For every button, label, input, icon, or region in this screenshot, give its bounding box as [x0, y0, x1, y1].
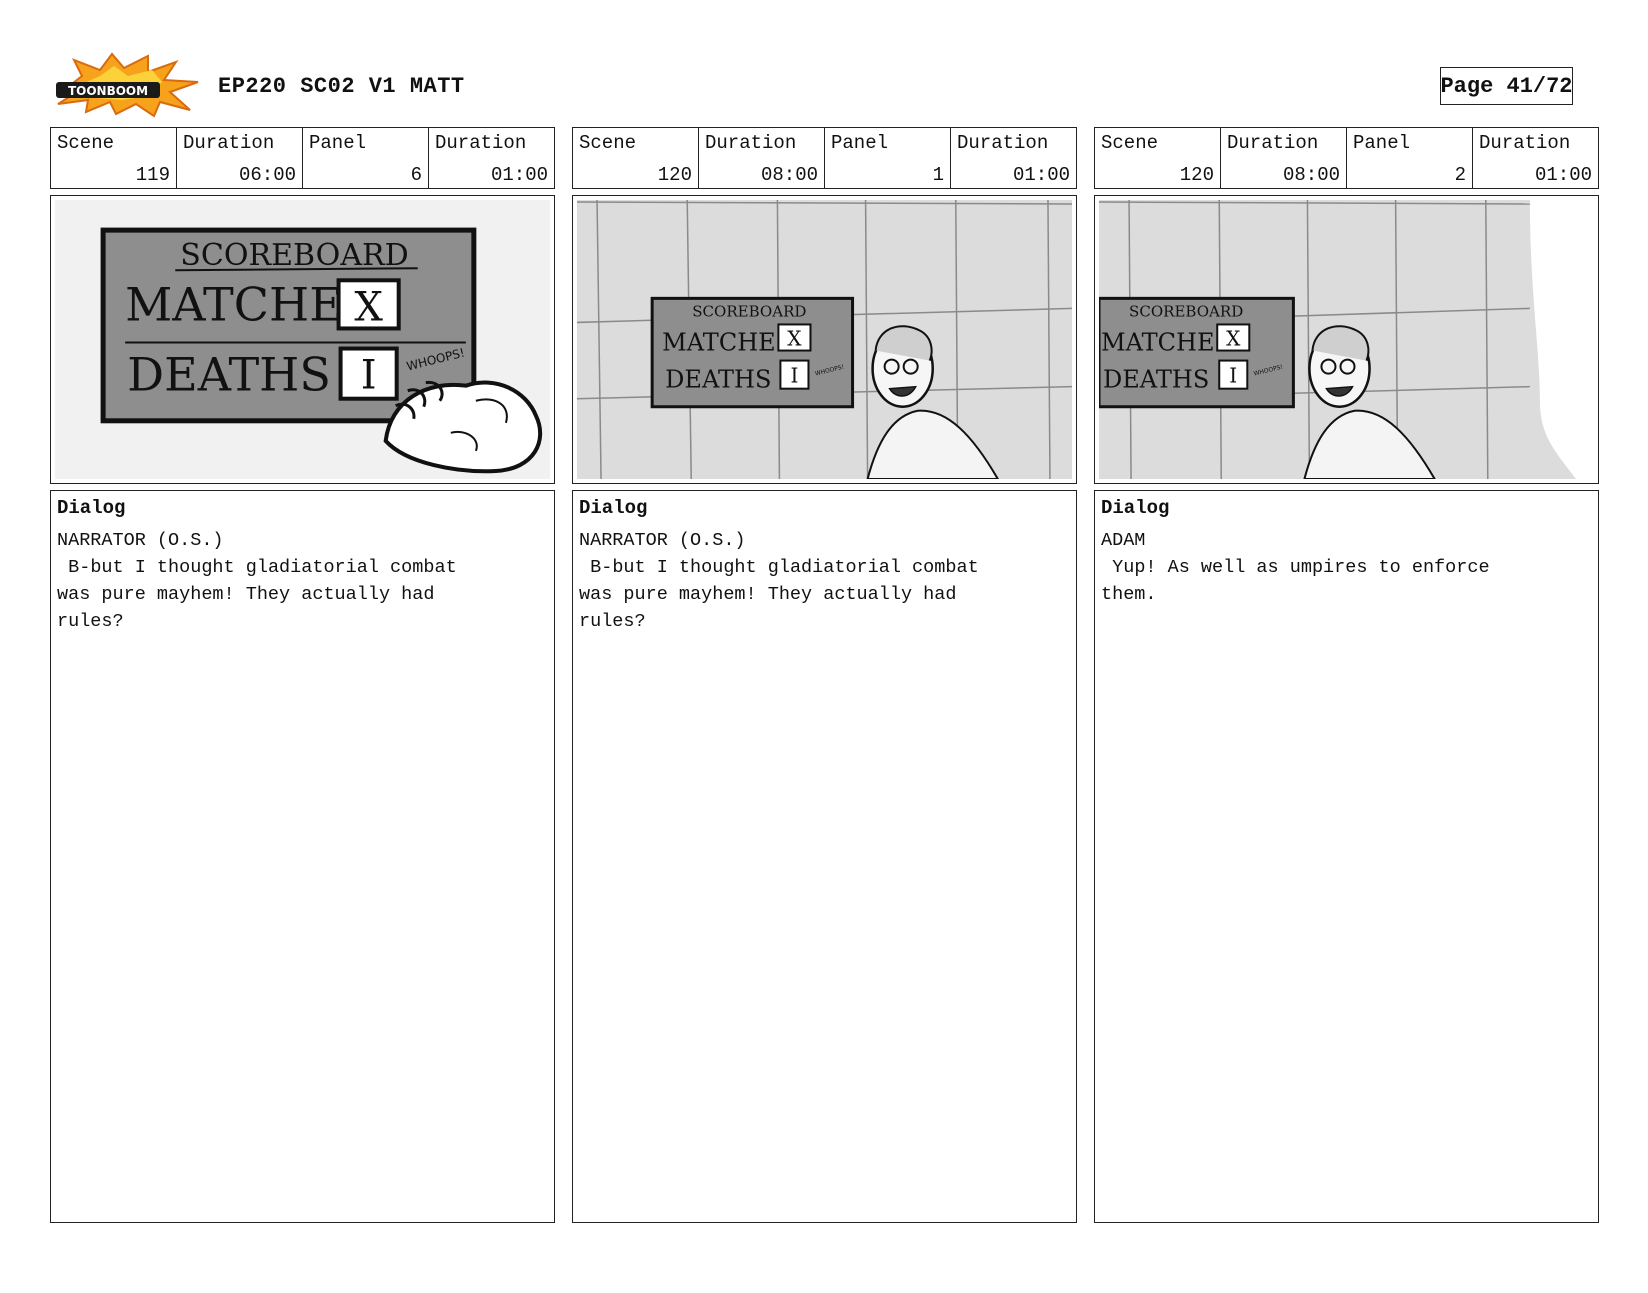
sketch-matches-label: MATCHES: [662, 329, 792, 357]
panel-value: 6: [410, 164, 422, 186]
dialog-heading: Dialog: [57, 497, 126, 519]
scoreboard-wide-sketch: SCOREBOARD MATCHES X DEATHS I WHOOPS!: [577, 200, 1072, 479]
panel-label: Panel: [309, 132, 367, 154]
panel-duration-cell: Duration 01:00: [1472, 128, 1598, 188]
scene-label: Scene: [57, 132, 115, 154]
panel-duration-value: 01:00: [1534, 164, 1592, 186]
adam-character-sketch: [1303, 325, 1436, 479]
scene-duration-value: 08:00: [760, 164, 818, 186]
panel-sketch-frame: SCOREBOARD MATCHES X DEATHS I WHOOPS!: [572, 195, 1077, 484]
sketch-scoreboard-title: SCOREBOARD: [1129, 302, 1243, 320]
dialog-text: B-but I thought gladiatorial combat was …: [579, 557, 979, 632]
sketch-deaths-label: DEATHS: [1103, 366, 1209, 394]
scene-duration-value: 06:00: [238, 164, 296, 186]
panel-sketch-frame: SCOREBOARD MATCHES X DEATHS I WHOOPS!: [1094, 195, 1599, 484]
panel-duration-cell: Duration 01:00: [428, 128, 554, 188]
sketch-deaths-label: DEATHS: [665, 366, 771, 394]
panel-info-row: Scene 120 Duration 08:00 Panel 2 Duratio…: [1094, 127, 1599, 189]
panel-duration-value: 01:00: [490, 164, 548, 186]
page-indicator: Page 41/72: [1440, 67, 1573, 105]
scene-duration-value: 08:00: [1282, 164, 1340, 186]
panel-label: Panel: [1353, 132, 1411, 154]
duration-label: Duration: [183, 132, 275, 154]
sketch-deaths-mark: I: [361, 353, 377, 399]
panel-duration-cell: Duration 01:00: [950, 128, 1076, 188]
panel-cell: Panel 6: [302, 128, 428, 188]
panel-value: 1: [932, 164, 944, 186]
dialog-text: B-but I thought gladiatorial combat was …: [57, 557, 457, 632]
panel-sketch-frame: SCOREBOARD MATCHES X DEATHS I WHOOPS!: [50, 195, 555, 484]
duration-label: Duration: [705, 132, 797, 154]
sketch-matches-label: MATCHES: [125, 277, 374, 331]
dialog-heading: Dialog: [1101, 497, 1170, 519]
scene-value: 120: [1179, 164, 1214, 186]
panel-info-row: Scene 119 Duration 06:00 Panel 6 Duratio…: [50, 127, 555, 189]
dialog-speaker: NARRATOR (O.S.): [579, 530, 746, 551]
duration-label: Duration: [1227, 132, 1319, 154]
duration-label: Duration: [1479, 132, 1571, 154]
storyboard-column-1: Scene 119 Duration 06:00 Panel 6 Duratio…: [50, 127, 555, 1223]
panel-cell: Panel 2: [1346, 128, 1472, 188]
toonboom-logo: TOONBOOM: [56, 52, 199, 118]
dialog-box: Dialog ADAM Yup! As well as umpires to e…: [1094, 490, 1599, 1223]
logo-text: TOONBOOM: [68, 84, 148, 98]
storyboard-column-2: Scene 120 Duration 08:00 Panel 1 Duratio…: [572, 127, 1077, 1223]
document-title: EP220 SC02 V1 MATT: [218, 74, 465, 99]
panel-info-row: Scene 120 Duration 08:00 Panel 1 Duratio…: [572, 127, 1077, 189]
dialog-speaker: ADAM: [1101, 530, 1146, 551]
sketch-deaths-mark: I: [1229, 364, 1237, 388]
panel-cell: Panel 1: [824, 128, 950, 188]
dialog-text: Yup! As well as umpires to enforce them.: [1101, 557, 1490, 605]
duration-label: Duration: [435, 132, 527, 154]
panel-duration-value: 01:00: [1012, 164, 1070, 186]
sketch-scoreboard-title: SCOREBOARD: [180, 238, 409, 273]
dialog-box: Dialog NARRATOR (O.S.) B-but I thought g…: [50, 490, 555, 1223]
scoreboard-wide-sketch: SCOREBOARD MATCHES X DEATHS I WHOOPS!: [1099, 200, 1594, 479]
scene-cell: Scene 120: [1095, 128, 1220, 188]
sketch-matches-mark: X: [1226, 327, 1241, 351]
scoreboard-closeup-sketch: SCOREBOARD MATCHES X DEATHS I WHOOPS!: [55, 200, 550, 479]
scene-value: 119: [135, 164, 170, 186]
sketch-scoreboard-title: SCOREBOARD: [692, 302, 806, 320]
duration-label: Duration: [957, 132, 1049, 154]
scene-label: Scene: [579, 132, 637, 154]
sketch-matches-label: MATCHES: [1101, 329, 1231, 357]
sketch-deaths-mark: I: [790, 364, 798, 388]
scene-value: 120: [657, 164, 692, 186]
storyboard-column-3: Scene 120 Duration 08:00 Panel 2 Duratio…: [1094, 127, 1599, 1223]
sketch-matches-mark: X: [354, 284, 383, 330]
scene-cell: Scene 119: [51, 128, 176, 188]
adam-character-sketch: [866, 325, 1000, 479]
scene-duration-cell: Duration 08:00: [1220, 128, 1346, 188]
dialog-speaker: NARRATOR (O.S.): [57, 530, 224, 551]
panel-label: Panel: [831, 132, 889, 154]
scene-duration-cell: Duration 06:00: [176, 128, 302, 188]
dialog-heading: Dialog: [579, 497, 648, 519]
sketch-deaths-label: DEATHS: [127, 348, 331, 402]
scene-label: Scene: [1101, 132, 1159, 154]
dialog-box: Dialog NARRATOR (O.S.) B-but I thought g…: [572, 490, 1077, 1223]
panel-value: 2: [1454, 164, 1466, 186]
scene-cell: Scene 120: [573, 128, 698, 188]
sketch-matches-mark: X: [787, 327, 802, 351]
scene-duration-cell: Duration 08:00: [698, 128, 824, 188]
